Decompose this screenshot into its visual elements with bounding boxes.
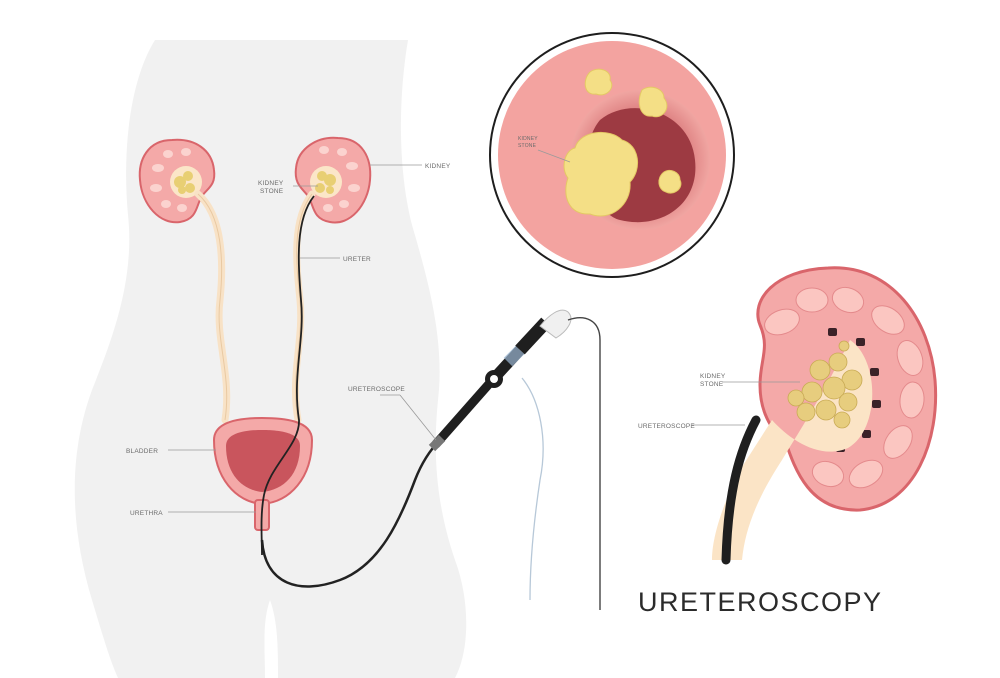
label-kidney: KIDNEY — [425, 163, 451, 170]
left-kidney — [138, 138, 216, 224]
diagram-title: URETEROSCOPY — [638, 587, 883, 617]
detail-ureteroscope — [721, 415, 761, 565]
detail-kidney — [712, 266, 938, 565]
ureteroscope-instrument — [428, 309, 601, 610]
right-kidney — [294, 136, 372, 224]
inset-kidney-stone — [563, 68, 682, 217]
label-inset-kidney-stone-1: KIDNEY — [518, 136, 538, 142]
ureteroscope-cable — [260, 439, 441, 588]
bladder — [212, 416, 314, 531]
ureteroscope-in-ureter — [260, 195, 315, 556]
label-detail-ureteroscope: URETEROSCOPE — [638, 423, 695, 430]
detail-kidney-stone — [787, 340, 863, 429]
leader-inset-stone — [537, 149, 571, 163]
label-ureter: URETER — [343, 256, 371, 263]
label-bladder: BLADDER — [126, 448, 158, 455]
label-detail-kidney-stone-1: KIDNEY — [700, 373, 726, 380]
left-kidney-stone — [174, 171, 195, 194]
label-kidney-stone-1: KIDNEY — [258, 180, 284, 187]
body-silhouette — [74, 40, 467, 678]
label-urethra: URETHRA — [130, 510, 163, 517]
label-kidney-stone-2: STONE — [260, 188, 284, 195]
right-kidney-stone — [315, 171, 336, 194]
label-inset-kidney-stone-2: STONE — [518, 143, 537, 149]
label-ureteroscope: URETEROSCOPE — [348, 386, 405, 393]
stone-close-up-inset — [489, 32, 735, 278]
label-detail-kidney-stone-2: STONE — [700, 381, 724, 388]
